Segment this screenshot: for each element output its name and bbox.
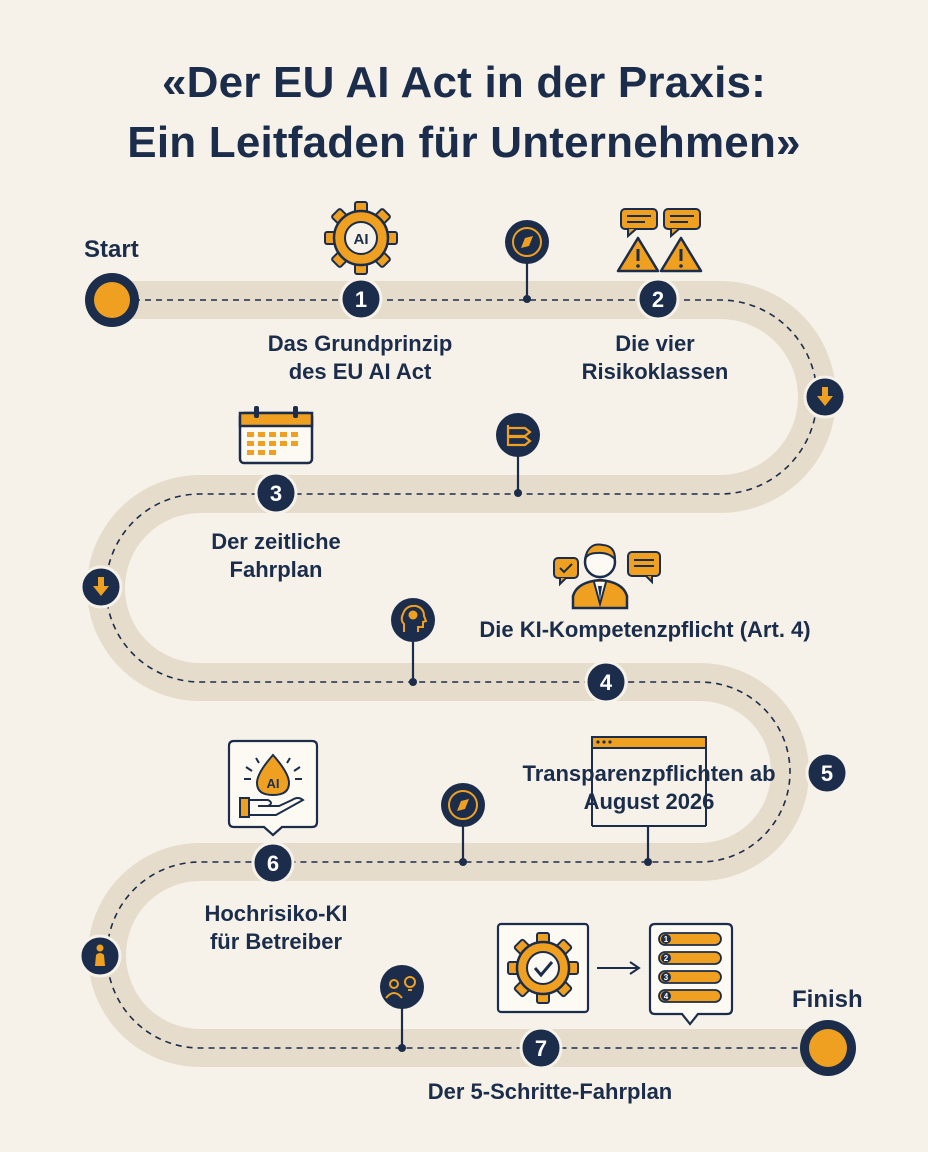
- step-5-marker: 5: [805, 751, 849, 795]
- down-arrow-icon: [803, 375, 847, 419]
- person-idea-pin-icon: [380, 965, 424, 1052]
- title-line-2: Ein Leitfaden für Unternehmen»: [127, 118, 801, 167]
- calendar-icon: [238, 406, 314, 465]
- step-5-window-pointer: [644, 826, 652, 866]
- brain-head-pin-icon: [391, 598, 435, 686]
- step-2-title-line-1: Die vier: [615, 331, 695, 356]
- step-1-label: Das Grundprinzip des EU AI Act: [240, 330, 480, 386]
- start-label: Start: [84, 236, 139, 263]
- ai-hand-text: AI: [267, 776, 280, 791]
- down-arrow-icon: [79, 565, 123, 609]
- step-5-number: 5: [821, 761, 833, 786]
- warning-chat-icon: [616, 208, 703, 273]
- start-marker: [85, 273, 139, 327]
- browser-window-icon: [591, 736, 707, 827]
- step-7-title: Der 5-Schritte-Fahrplan: [427, 1079, 673, 1104]
- step-6-label: Hochrisiko-KI für Betreiber: [176, 900, 376, 956]
- finish-label: Finish: [792, 986, 863, 1013]
- title-line-1: «Der EU AI Act in der Praxis:: [161, 58, 767, 107]
- step-4-label: Die KI-Kompetenzpflicht (Art. 4): [440, 616, 850, 644]
- step-7-number: 7: [535, 1036, 547, 1061]
- person-marker-icon: [78, 934, 122, 978]
- step-3-number: 3: [270, 481, 282, 506]
- step-1-title-line-2: des EU AI Act: [288, 359, 432, 384]
- step-1-marker: 1: [339, 277, 383, 321]
- checklist-number: 3: [664, 973, 669, 982]
- step-4-title: Die KI-Kompetenzpflicht (Art. 4): [479, 617, 811, 642]
- step-6-title-line-2: für Betreiber: [209, 929, 343, 954]
- step-2-label: Die vier Risikoklassen: [555, 330, 755, 386]
- person-chat-icon: [553, 543, 661, 610]
- signpost-pin-icon: [496, 413, 540, 497]
- step-1-number: 1: [355, 287, 367, 312]
- step-7-label: Der 5-Schritte-Fahrplan: [390, 1078, 710, 1106]
- step-4-marker: 4: [584, 660, 628, 704]
- step-3-title-line-1: Der zeitliche: [211, 529, 341, 554]
- checklist-number: 4: [664, 992, 669, 1001]
- step-5-label: Transparenzpflichten ab August 2026: [509, 760, 789, 816]
- finish-marker: [800, 1020, 856, 1076]
- step-6-title-line-1: Hochrisiko-KI: [204, 901, 348, 926]
- step-6-marker: 6: [251, 841, 295, 885]
- step-4-number: 4: [600, 670, 613, 695]
- ai-hand-icon: AI: [227, 739, 319, 837]
- step-1-title-line-1: Das Grundprinzip: [267, 331, 453, 356]
- ai-gear-text: AI: [354, 231, 369, 248]
- step-6-number: 6: [267, 851, 279, 876]
- road-centerline: [105, 299, 828, 1049]
- step-3-title-line-2: Fahrplan: [229, 557, 323, 582]
- step-5-title-line-2: August 2026: [583, 789, 715, 814]
- step-3-marker: 3: [254, 471, 298, 515]
- ai-gear-icon: AI: [324, 201, 398, 275]
- gear-checklist-icon: 1 2 3 4: [496, 922, 734, 1026]
- compass-pin-icon: [441, 783, 485, 866]
- step-3-label: Der zeitliche Fahrplan: [176, 528, 376, 584]
- step-2-title-line-2: Risikoklassen: [581, 359, 729, 384]
- checklist-number: 1: [664, 935, 669, 944]
- step-2-number: 2: [652, 287, 664, 312]
- checklist-number: 2: [664, 954, 669, 963]
- step-2-marker: 2: [636, 277, 680, 321]
- compass-pin-icon: [505, 220, 549, 303]
- step-5-title-line-1: Transparenzpflichten ab: [522, 761, 776, 786]
- step-7-marker: 7: [519, 1026, 563, 1070]
